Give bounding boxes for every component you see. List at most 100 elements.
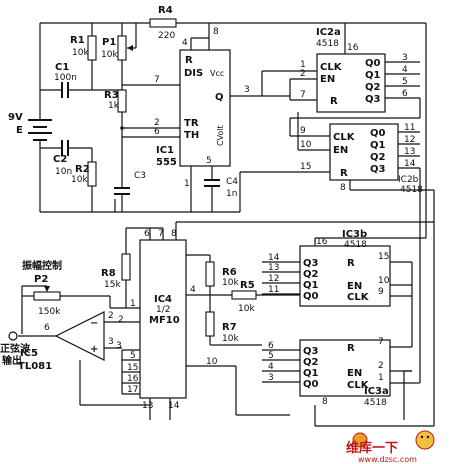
ic2b-pin-9: 9 — [300, 126, 306, 136]
watermark-url: www.dzsc.com — [358, 455, 417, 464]
r3-value: 1k — [108, 101, 120, 111]
ic1-label-th: TH — [184, 130, 199, 141]
ic4-pin-2: 2 — [118, 315, 124, 325]
ic2b-out-q0: Q0 — [370, 128, 386, 139]
c2-value: 10n — [55, 167, 72, 177]
ic5-pin-6: 6 — [44, 323, 50, 333]
r8-name: R8 — [101, 268, 116, 279]
ic3b-label-clk: CLK — [347, 292, 370, 303]
ic3b-pin-10: 10 — [378, 276, 390, 286]
r2-value: 10k — [71, 175, 88, 185]
ic3b-in-q1: Q1 — [303, 280, 319, 291]
watermark-logo: 维库一下 www.dzsc.com — [346, 430, 435, 464]
ic3a-pin-1: 1 — [378, 373, 384, 383]
ic3b-pin-16: 16 — [316, 237, 328, 247]
r5-name: R5 — [240, 280, 255, 291]
ic2a-label-r: R — [330, 96, 338, 107]
ic2a-out-q1: Q1 — [365, 70, 381, 81]
r7-value: 10k — [222, 334, 239, 344]
capacitor-c1: C1 100n — [40, 62, 92, 98]
ic1-pin-6: 6 — [154, 127, 160, 137]
ic2a-part: 4518 — [316, 39, 339, 49]
ic4-pin-13: 13 — [142, 401, 153, 411]
r1-value: 10k — [72, 48, 89, 58]
r8-value: 15k — [104, 280, 121, 290]
ic3a-pin-7: 7 — [378, 337, 384, 347]
r6-name: R6 — [222, 267, 237, 278]
ic4-pin-14: 14 — [168, 401, 180, 411]
ic3b-pin-11: 11 — [268, 285, 279, 295]
ic2a-pin-5: 5 — [402, 77, 408, 87]
ic2b-pin-8: 8 — [340, 183, 346, 193]
ic4-pin-1: 1 — [130, 299, 136, 309]
ic3a-label-r: R — [347, 343, 355, 354]
c4-name: C4 — [226, 177, 238, 187]
ic2b-out-q1: Q1 — [370, 140, 386, 151]
r4-value: 220 — [158, 31, 175, 41]
ic1-555: 4 8 7 3 2 6 5 1 R DIS Vcc Q TR TH CVolt … — [154, 23, 317, 212]
ic1-part: 555 — [156, 157, 177, 168]
p2-name: P2 — [34, 274, 48, 285]
ic3a-pin-6: 6 — [268, 341, 274, 351]
ic3b-in-q3: Q3 — [303, 258, 319, 269]
ic4-part: MF10 — [149, 315, 180, 326]
ic2a-pin-2: 2 — [300, 69, 306, 79]
ic3a-name: IC3a — [364, 386, 389, 397]
ic1-label-dis: DIS — [184, 68, 203, 79]
ic1-pin-4: 4 — [182, 38, 188, 48]
resistor-r8: R8 15k — [101, 228, 131, 308]
ic1-label-q: Q — [215, 92, 224, 103]
ic2a-pin-4: 4 — [402, 65, 408, 75]
ic4-pin-8: 8 — [171, 229, 177, 239]
ic2a-pin-16: 16 — [347, 43, 359, 53]
ic4-pin-5: 5 — [130, 351, 136, 361]
battery-e: 9V E — [8, 112, 52, 141]
ic1-label-cvolt: CVolt — [216, 125, 225, 146]
ic5-part: TL081 — [18, 361, 52, 372]
ic5-pin-2: 2 — [108, 311, 114, 321]
r2-name: R2 — [75, 164, 90, 175]
ic3b-pin-15: 15 — [378, 252, 389, 262]
ic4-mf10: 6 7 8 1 2 3 5 15 16 17 4 13 14 IC4 1/2 M… — [104, 221, 434, 420]
c4-value: 1n — [226, 189, 237, 199]
ic3b-4518: 16 IC3b 4518 14 13 12 11 Q3 Q2 Q1 Q0 R E… — [262, 229, 412, 307]
c1-name: C1 — [55, 62, 69, 73]
ic3b-in-q0: Q0 — [303, 291, 319, 302]
ic2a-out-q3: Q3 — [365, 94, 381, 105]
ic3a-in-q1: Q1 — [303, 368, 319, 379]
resistor-r6: R6 10k — [186, 254, 239, 295]
r4-name: R4 — [158, 5, 173, 16]
ic1-label-vcc: Vcc — [210, 69, 224, 78]
ic3b-name: IC3b — [342, 229, 367, 240]
ic2a-out-q2: Q2 — [365, 82, 381, 93]
r1-name: R1 — [70, 35, 85, 46]
ic2a-pin-1: 1 — [300, 60, 306, 70]
ic2b-part: 4518 — [400, 185, 423, 195]
resistor-r1: R1 10k — [70, 23, 122, 91]
resistor-r4: R4 220 — [149, 5, 177, 41]
ic3b-label-en: EN — [347, 281, 362, 292]
ic1-name: IC1 — [156, 145, 174, 156]
ic2a-out-q0: Q0 — [365, 58, 381, 69]
ic2b-pin-11: 11 — [404, 123, 415, 133]
ic2a-pin-6: 6 — [402, 89, 408, 99]
p1-name: P1 — [102, 37, 116, 48]
ic3a-pin-3: 3 — [268, 373, 274, 383]
resistor-r7: R7 10k — [205, 295, 239, 345]
ic2b-name: IC2b — [398, 175, 419, 185]
ic2a-label-en: EN — [320, 74, 335, 85]
ic3b-pin-14: 14 — [268, 253, 280, 263]
resistor-r2: R2 10k — [71, 148, 97, 212]
resistor-r5: R5 10k — [231, 280, 300, 314]
pin-10-label: 10 — [206, 357, 218, 367]
sine-out-label-bottom: 输出 — [2, 354, 22, 367]
r7-name: R7 — [222, 322, 237, 333]
ic5-pin-3: 3 — [108, 337, 114, 347]
ic4-name: IC4 — [154, 294, 172, 305]
ic4-pin-3: 3 — [116, 341, 122, 351]
battery-name: E — [16, 125, 23, 136]
ic3b-label-r: R — [347, 258, 355, 269]
opamp-ic5: − + 6 2 3 IC5 TL081 — [18, 311, 150, 406]
ic4-pin-16: 16 — [127, 374, 139, 384]
